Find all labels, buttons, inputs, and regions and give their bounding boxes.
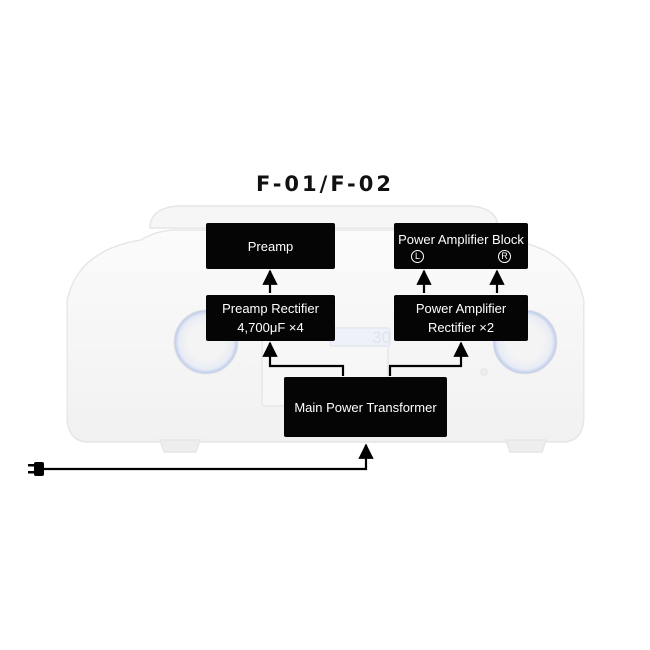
- right-channel-icon: R: [498, 249, 511, 263]
- preamp-rectifier-line1: Preamp Rectifier: [222, 301, 319, 316]
- power-flow-arrows: [44, 269, 505, 471]
- power-amplifier-rectifier-line1: Power Amplifier: [415, 301, 507, 316]
- preamp-rectifier-line2: 4,700μF ×4: [237, 320, 304, 335]
- main-power-transformer-block: Main Power Transformer: [284, 377, 447, 437]
- arrow-transformer-to-power-rectifier: [388, 341, 469, 376]
- main-power-transformer-label: Main Power Transformer: [294, 399, 437, 415]
- preamp-label: Preamp: [247, 238, 294, 254]
- power-amplifier-rectifier-block: Power Amplifier Rectifier ×2: [394, 295, 528, 341]
- power-amplifier-block: Power Amplifier Block L R: [394, 223, 528, 269]
- left-channel-icon: L: [411, 249, 424, 263]
- power-plug-icon: [28, 462, 44, 476]
- power-cord-line: [44, 443, 374, 471]
- device-display-text: 30: [372, 328, 391, 347]
- preamp-rectifier-block: Preamp Rectifier 4,700μF ×4: [206, 295, 335, 341]
- diagram-title: F-01/F-02: [256, 172, 394, 196]
- arrow-transformer-to-preamp-rectifier: [262, 341, 345, 376]
- preamp-block: Preamp: [206, 223, 335, 269]
- power-amplifier-rectifier-line2: Rectifier ×2: [427, 320, 495, 335]
- power-amplifier-block-label: Power Amplifier Block: [398, 231, 524, 247]
